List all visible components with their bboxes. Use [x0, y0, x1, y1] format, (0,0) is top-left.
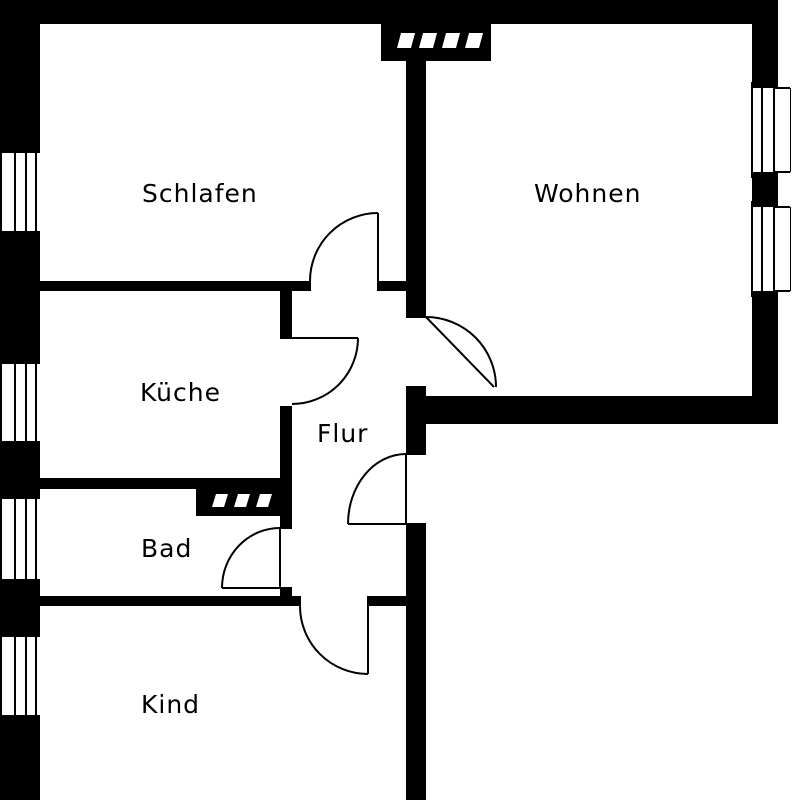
room-label-schlafen: Schlafen: [142, 179, 258, 208]
window-wohnen-lower: [751, 200, 791, 298]
door-kind: [299, 596, 369, 675]
wall-central: [406, 24, 426, 800]
window-bad: [0, 492, 40, 586]
wall-kueche-bottom: [40, 478, 292, 489]
room-label-bad: Bad: [141, 534, 192, 563]
window-kind: [0, 630, 40, 722]
vent-shaft: [465, 33, 483, 48]
vent-shaft: [212, 494, 228, 507]
window-kueche: [0, 357, 40, 448]
vent-shafts: [212, 33, 483, 507]
door-schlafen: [309, 212, 379, 291]
outer-wall-top: [0, 0, 778, 24]
door-wohnen: [406, 316, 497, 388]
window-wohnen-upper: [751, 81, 791, 179]
walls: [0, 0, 778, 800]
room-label-wohnen: Wohnen: [534, 179, 641, 208]
windows: [0, 81, 791, 722]
wall-schlafen-bottom: [40, 281, 406, 291]
vent-shaft: [419, 33, 437, 48]
vent-shaft: [234, 494, 250, 507]
room-label-kueche: Küche: [140, 378, 221, 407]
wall-wohnen-bottom: [406, 396, 778, 424]
vent-shaft: [256, 494, 272, 507]
window-schlafen: [0, 146, 40, 238]
vent-shaft: [397, 33, 415, 48]
vent-shaft: [442, 33, 460, 48]
room-label-kind: Kind: [141, 690, 200, 719]
doors: [221, 212, 497, 675]
wall-bad-bottom: [40, 596, 406, 606]
door-bad: [221, 527, 292, 589]
door-flur-right: [347, 453, 426, 525]
room-label-flur: Flur: [317, 419, 368, 448]
door-kueche: [280, 337, 359, 408]
